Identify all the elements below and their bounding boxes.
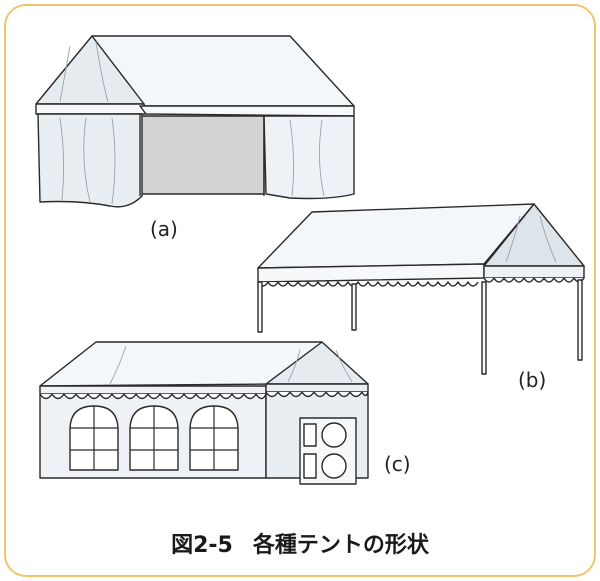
label-a: (a) xyxy=(150,217,178,241)
tent-b xyxy=(257,203,585,375)
air-conditioner xyxy=(299,417,357,485)
figure-title: 各種テントの形状 xyxy=(252,533,429,558)
label-c: (c) xyxy=(384,452,411,476)
label-b: (b) xyxy=(518,368,547,392)
tent-c xyxy=(39,341,369,485)
tent-a xyxy=(35,35,355,208)
figure-caption: 図2-5 各種テントの形状 xyxy=(0,527,600,559)
figure-number: 図2-5 xyxy=(171,533,233,558)
